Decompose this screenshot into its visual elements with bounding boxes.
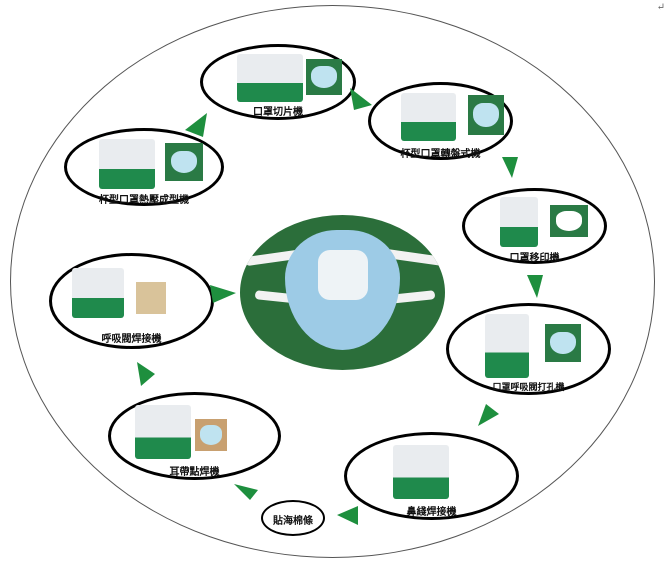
- step-label: 呼吸閥焊接機: [101, 334, 162, 345]
- arrow-icon: [185, 113, 207, 137]
- arrow-icon: [337, 506, 358, 525]
- step-label: 鼻綫焊接機: [406, 507, 457, 518]
- outer-ellipse: [10, 5, 655, 558]
- step-label: 杯型口罩熱壓成型機: [99, 195, 189, 206]
- return-mark: ↵: [656, 2, 665, 13]
- arrow-icon: [234, 484, 258, 500]
- step-mask-pad-printing-machine: 口罩移印機: [462, 188, 607, 264]
- step-cup-mask-rotary-machine: 杯型口罩轉盤式機: [368, 82, 513, 160]
- arrow-icon: [350, 88, 372, 110]
- arrow-icon: [210, 285, 236, 303]
- step-mask-slicing-machine: 口罩切片機: [200, 44, 356, 120]
- step-label: 杯型口罩轉盤式機: [400, 149, 481, 160]
- step-label: 口罩切片機: [253, 107, 303, 118]
- step-label: 耳帶點焊機: [169, 467, 220, 478]
- arrow-icon: [478, 404, 499, 426]
- arrow-icon: [527, 275, 543, 298]
- step-label: 貼海棉條: [273, 516, 313, 527]
- step-label: 口罩呼吸閥打孔機: [492, 383, 565, 393]
- step-valve-welding-machine: 呼吸閥焊接機: [49, 253, 214, 349]
- step-cup-mask-hot-press-machine: 杯型口罩熱壓成型機: [64, 128, 224, 206]
- step-mask-valve-punching-machine: 口罩呼吸閥打孔機: [446, 303, 611, 395]
- center-mask-image: [240, 215, 445, 370]
- arrow-icon: [137, 362, 155, 386]
- step-sponge-strip-attaching: 貼海棉條: [261, 500, 325, 536]
- step-earloop-spot-welding-machine: 耳帶點焊機: [108, 392, 281, 480]
- step-nose-wire-welding-machine: 鼻綫焊接機: [344, 432, 519, 520]
- arrow-icon: [502, 157, 518, 178]
- step-label: 口罩移印機: [509, 253, 560, 264]
